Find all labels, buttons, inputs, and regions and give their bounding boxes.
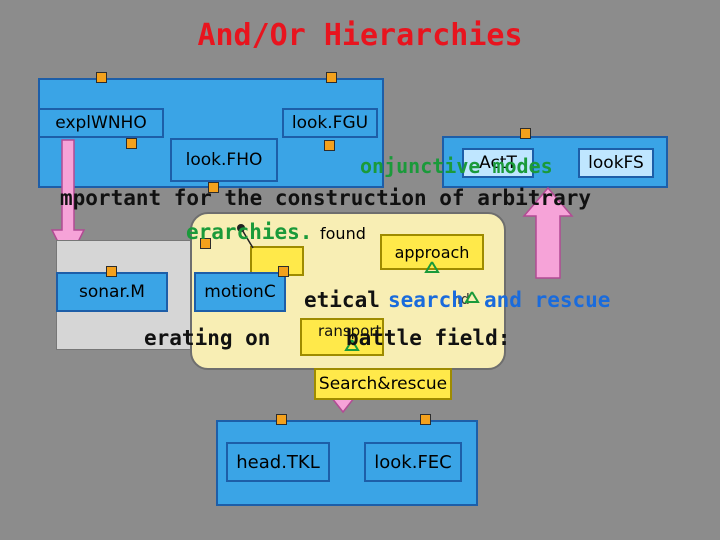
overlay-line1: onjunctive modes [360,154,553,178]
node-look-fho[interactable]: look.FHO [170,138,278,182]
port-bottom-a[interactable] [276,414,287,425]
label-transport: ransport [318,322,382,340]
overlay-line4-a: etical [304,288,380,312]
port-grey[interactable] [200,238,211,249]
port-fho[interactable] [208,182,219,193]
overlay-line5-a: erating on [144,326,271,350]
port-bottom-b[interactable] [420,414,431,425]
label-nd: nd [452,292,470,308]
node-look-fgu[interactable]: look.FGU [282,108,378,138]
overlay-line5-b: battle field: [346,326,511,350]
node-motion-c[interactable]: motionC [194,272,286,312]
label-found: found [320,224,366,243]
port-top-right[interactable] [326,72,337,83]
arrow-right-up [522,186,574,279]
overlay-line3: erarchies. [186,220,313,244]
page-title: And/Or Hierarchies [197,18,523,53]
port-sonar[interactable] [106,266,117,277]
overlay-line4-b: search [388,288,464,312]
node-approach[interactable]: approach [380,234,484,270]
node-look-fec[interactable]: look.FEC [364,442,462,482]
port-motion[interactable] [278,266,289,277]
port-top-left[interactable] [96,72,107,83]
overlay-line2: mportant for the construction of arbitra… [60,186,592,210]
node-head-tkl[interactable]: head.TKL [226,442,330,482]
node-right-a[interactable]: ActT [462,148,534,178]
node-found-small [250,246,304,276]
node-right-b[interactable]: lookFS [578,148,654,178]
node-transport[interactable] [300,318,384,356]
node-search-rescue[interactable]: Search&rescue [314,368,452,400]
node-explwnho[interactable]: explWNHO [38,108,164,138]
node-sonar-m[interactable]: sonar.M [56,272,168,312]
port-fgu[interactable] [324,140,335,151]
overlay-line4-c: and rescue [484,288,611,312]
port-expl[interactable] [126,138,137,149]
port-right-top[interactable] [520,128,531,139]
